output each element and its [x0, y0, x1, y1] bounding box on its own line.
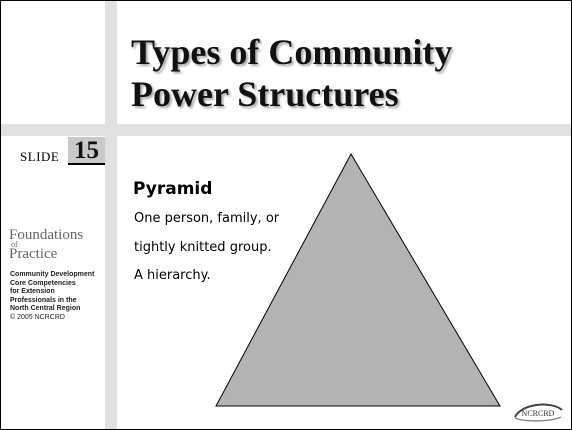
description-line-2: tightly knitted group.	[134, 240, 272, 255]
program-line: for Extension	[10, 288, 55, 295]
slide-title: Types of Community Power Structures	[131, 31, 452, 115]
of-word: of	[11, 240, 18, 249]
description-line-1: One person, family, or	[134, 211, 280, 226]
logo-text: NCRCRD	[522, 409, 555, 418]
pyramid-shape	[215, 153, 501, 407]
program-line: Community Development	[10, 271, 95, 278]
vertical-stripe	[105, 1, 117, 429]
pyramid-heading: Pyramid	[133, 179, 213, 199]
title-line-2: Power Structures	[131, 74, 399, 114]
foundations-of-practice-logo: Foundations of Practice	[9, 227, 84, 262]
program-line: Core Competencies	[10, 279, 76, 287]
pyramid-triangle	[215, 153, 501, 407]
copyright: © 2005 NCRCRD	[10, 313, 65, 321]
horizontal-band	[1, 124, 571, 136]
program-line: North Central Region	[10, 305, 81, 312]
slide-number: 15	[68, 137, 105, 165]
foundations-word: Foundations	[9, 227, 84, 243]
title-line-1: Types of Community	[131, 32, 453, 72]
slide-label: SLIDE	[20, 149, 60, 164]
left-column	[1, 1, 105, 429]
program-description: Community Development Core Competencies …	[10, 271, 102, 322]
description-line-3: A hierarchy.	[134, 268, 211, 283]
ncrcrd-logo: NCRCRD	[514, 403, 563, 422]
program-line: Professionals in the	[10, 296, 77, 304]
practice-word: Practice	[9, 246, 58, 262]
